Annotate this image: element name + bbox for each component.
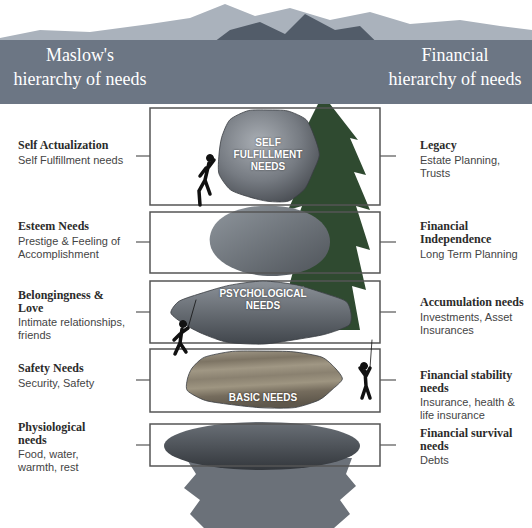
leader-line	[136, 241, 150, 242]
rock-label: PSYCHOLOGICAL NEEDS	[215, 288, 311, 312]
leader-line	[136, 379, 150, 380]
leader-line	[136, 155, 150, 156]
rock	[218, 110, 319, 202]
level-description: Food, water, warmth, rest	[18, 448, 96, 474]
level-heading: Self Actualization	[18, 139, 118, 152]
rock-node: SELF FULFILLMENT NEEDS	[212, 103, 324, 207]
level-description: Insurance, health & life insurance	[420, 396, 524, 422]
rock	[171, 281, 351, 344]
level-description: Intimate relationships, friends	[18, 316, 134, 342]
climber-body	[199, 160, 214, 205]
rock-label: BASIC NEEDS	[203, 392, 323, 404]
leader-line	[380, 444, 396, 445]
leader-line	[380, 311, 396, 312]
rock-label: SELF FULFILLMENT NEEDS	[231, 137, 305, 173]
level-description: Estate Planning, Trusts	[420, 154, 508, 180]
climber-body	[360, 368, 370, 398]
header-band	[0, 40, 532, 104]
climber-body	[174, 328, 188, 354]
band-frame	[150, 349, 380, 412]
leader-line	[136, 311, 150, 312]
level-heading: Financial stability needs	[420, 369, 528, 395]
level-heading: Financial survival needs	[420, 427, 528, 453]
level-heading: Safety Needs	[18, 362, 118, 375]
level-heading: Legacy	[420, 139, 520, 152]
leader-line	[380, 155, 396, 156]
band-frame	[150, 108, 380, 205]
leader-line	[380, 241, 396, 242]
rock-node: BASIC NEEDS	[178, 346, 348, 412]
level-heading: Financial Independence	[420, 220, 520, 246]
band-frames	[150, 108, 380, 466]
climber-head	[180, 321, 187, 328]
level-description: Debts	[420, 454, 520, 467]
band-frame	[150, 424, 380, 466]
rock	[164, 422, 360, 470]
hierarchy-title: Maslow's hierarchy of needs	[11, 43, 149, 91]
level-heading: Belongingness & Love	[18, 289, 113, 315]
rock-node: PSYCHOLOGICAL NEEDS	[168, 279, 358, 347]
level-heading: Esteem Needs	[18, 220, 118, 233]
climber	[360, 340, 372, 398]
climber	[174, 300, 196, 354]
level-description: Investments, Asset Insurances	[420, 311, 520, 337]
hierarchy-title: Financial hierarchy of needs	[386, 43, 524, 91]
rock	[210, 206, 330, 276]
level-heading: Physiological needs	[18, 421, 113, 447]
level-description: Prestige & Feeling of Accomplishment	[18, 235, 136, 261]
level-description: Self Fulfillment needs	[18, 154, 143, 167]
level-description: Security, Safety	[18, 377, 136, 390]
climber	[199, 155, 214, 206]
level-heading: Accumulation needs	[420, 296, 532, 309]
rock	[186, 351, 342, 408]
level-description: Long Term Planning	[420, 248, 532, 261]
climbing-rope	[188, 300, 196, 328]
leader-line	[380, 379, 396, 380]
climbing-rope	[370, 340, 372, 368]
leader-line	[136, 444, 150, 445]
band-frame	[150, 212, 380, 273]
